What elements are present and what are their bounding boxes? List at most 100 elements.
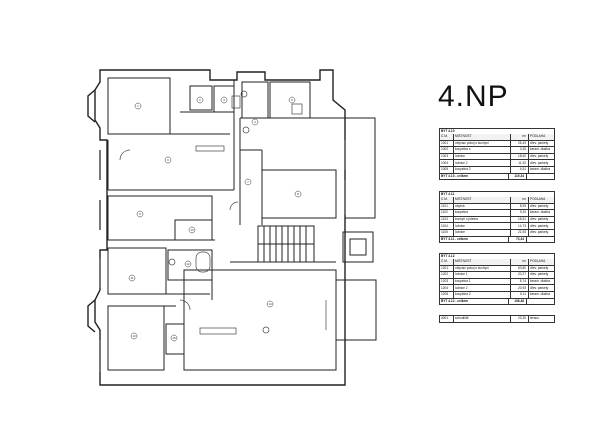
room-number-marker [130,332,138,340]
table-cell: ložnice [454,223,511,229]
table-cell: Č.M. [440,259,454,265]
room-number: 11 [130,276,133,280]
table-cell: PODLAHA [530,259,546,264]
room-number: 4 [254,120,256,124]
table-cell: 1204 [440,285,454,291]
table-cell: 23,30 [511,316,529,322]
table-cell: 3,35 [511,147,529,153]
table-cell: dřev. parkety [530,203,549,208]
staircase-table: 4001 schodiště 23,30 teraco [439,315,555,323]
table-cell: 18,52 [511,153,529,160]
room-11 [107,305,165,371]
table-cell: dřev. parkety [530,272,549,277]
table-cell: 21,93 [511,229,529,236]
table-cell: keram. dlažba [530,292,551,297]
table-cell: BYT 4.12 - celkem [440,298,509,305]
balcony-top [344,117,376,219]
table-cell: koupelna 2 [454,291,511,298]
table-cell: 14,73 [511,223,529,229]
table-cell: dřev. parkety [530,230,549,235]
room-number-marker [170,334,178,342]
table-cell: dřev. parkety [530,153,549,158]
table-cell: 73,44 [509,236,527,243]
table-cell: schodiště [454,316,511,322]
table-cell: 5,74 [511,278,529,285]
table-cell: MÍSTNOST [454,259,511,265]
bay-window-top [87,89,96,123]
room-4 [241,81,269,119]
table-cell [527,174,554,180]
room-number-marker [294,190,302,198]
table-cell: keram. dlažba [530,147,551,152]
table-row: 4001 schodiště 23,30 teraco [439,315,555,323]
room-6 [261,169,337,219]
table-cell: BYT 4.10 - celkem [440,173,509,180]
table-cell: m² [511,197,529,203]
staircase [257,225,315,263]
bathtub [195,251,211,273]
table-cell: 9,34 [511,210,529,216]
room-number-marker [136,210,144,218]
table-cell: 1104 [440,223,454,229]
room-number: 8 [297,192,299,196]
table-cell: 4,51 [511,166,529,173]
table-cell: ložnice [454,229,511,236]
table-cell: dřev. parkety [530,285,549,290]
room-number-marker [128,274,136,282]
col-header: m² [511,134,529,140]
outer-wall [94,69,346,386]
room-number-marker [134,102,142,110]
table-cell: keram. dlažba [530,167,551,172]
room-number: 1 [137,104,139,108]
table-cell: 1101 [440,203,454,210]
room-number-marker [164,156,172,164]
table-cell: obývací pokoj s kuchyní [454,140,511,147]
room-number: 6 [167,158,169,162]
table-header-row: Č.M. MÍSTNOST m² PODLAHA [439,134,555,141]
page-title: 4.NP [438,80,509,113]
table-cell: 60,80 [511,265,529,272]
table-cell: dřev. parkety [530,265,549,270]
col-header: MÍSTNOST [454,134,511,140]
table-cell: BYT 4.11 - celkem [440,236,509,243]
elevator [342,231,374,263]
room-number: 9 [139,212,141,216]
room-number-marker [196,96,204,104]
table-cell: teraco [530,316,539,321]
room-number-marker [244,178,252,186]
table-cell: koupelna 2 [454,166,511,173]
table-cell: ložnice 2 [454,285,511,291]
room-number: 15 [172,336,176,340]
table-cell: 18,51 [511,216,529,223]
table-cell: 11,32 [511,160,529,166]
table-cell: 119,34 [509,173,527,180]
room-number: 12 [186,262,190,266]
balcony-bottom [335,279,377,341]
room-number-marker [266,300,274,308]
table-cell: MÍSTNOST [454,197,511,203]
kitchen-island [195,145,225,152]
room-number: 14 [268,302,272,306]
table-cell: 20,27 [511,272,529,278]
table-cell: obytná [454,203,511,210]
table-cell: dřev. parkety [530,216,549,221]
room-number-marker [220,96,228,104]
table-cell: 4001 [440,316,454,322]
kitchen-counter [199,327,237,335]
table-cell: obývací pokoj s kuchyní [454,265,511,272]
